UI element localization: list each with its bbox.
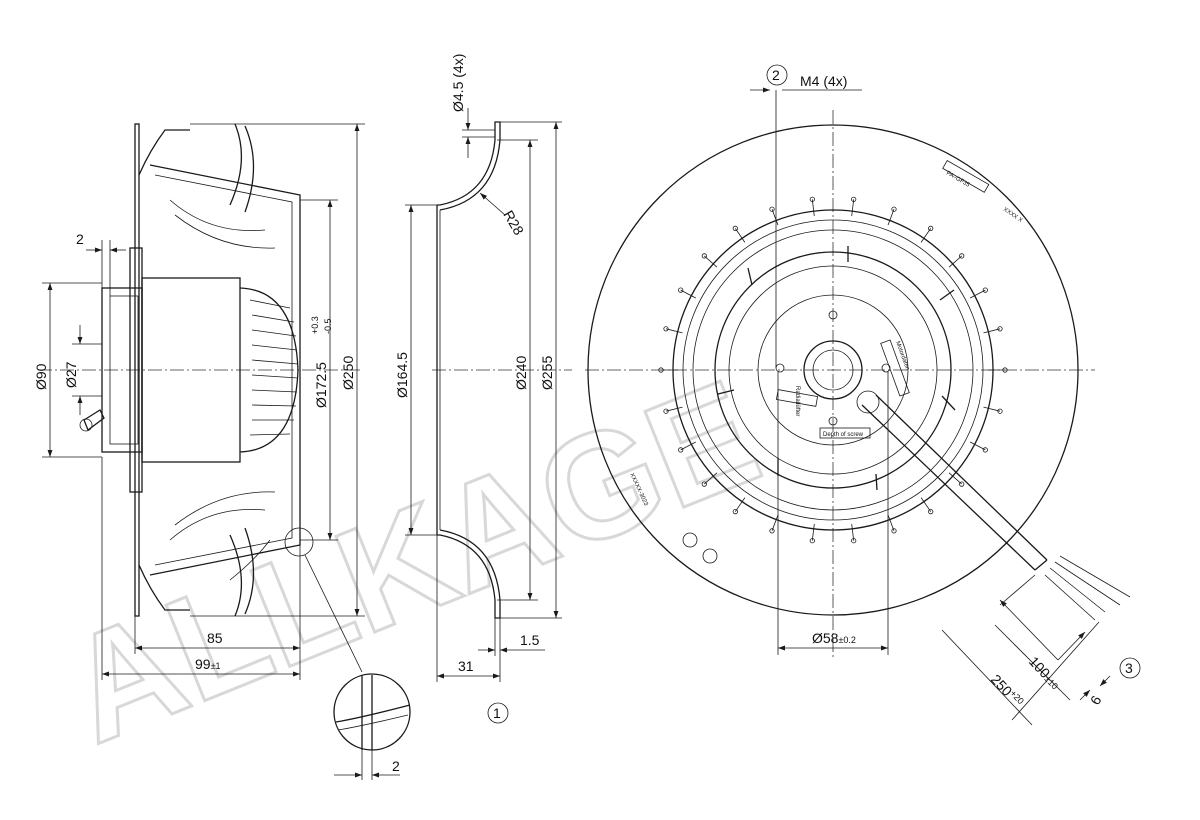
watermark-text: ALLKAGE [44,347,779,774]
label-motordaten: Motordaten [894,341,910,372]
dim-motor-dia: Ø172.5 [313,362,329,408]
dim-shaft: Ø27 [63,361,79,388]
dim-240: Ø240 [513,356,529,390]
dim-bore-value: Ø58 [812,630,839,646]
dim-255: Ø255 [539,356,555,390]
dim-ring-depth: 31 [458,658,474,674]
dim-cable-len2: 250+20 [988,671,1026,710]
dim-strip: 6 [1087,693,1105,708]
balance-clips [658,196,1008,544]
dim-flange: 2 [76,231,84,247]
balance-clip [704,472,718,485]
balance-clip-head [959,253,965,259]
dim-radius: R28 [500,208,527,238]
balance-clip-head [701,481,707,487]
balance-clip [970,289,986,299]
balance-clip-head [982,287,988,293]
balance-clip [970,441,986,451]
watermark: ALLKAGE [43,346,781,776]
dim-motor-tol-up: +0.3 [310,316,320,334]
balance-clip-head [769,206,775,212]
balance-clip [704,255,718,268]
balance-clip-head [678,287,684,293]
balance-clip [734,228,746,243]
dim-motor-dia-value: Ø172.5 [313,362,329,408]
balance-clip [851,523,855,541]
balance-clip-head [732,225,738,231]
balance-clip [983,406,1001,412]
m4-holes [775,310,891,426]
dim-cable-len1: 100±10 [1026,653,1064,692]
dim-bore-tol: ±0.2 [838,635,855,645]
balance-clip-head [701,253,707,259]
dim-inner-dia: Ø164.5 [394,352,410,398]
balance-clip [665,328,683,334]
dim-hole: Ø4.5 (4x) [450,54,466,112]
balance-clip [887,514,895,531]
balance-clip [948,472,962,485]
balance-clip-head [663,326,669,332]
side-view: 2 Ø90 Ø27 Ø172.5 +0.3 -0.5 Ø250 85 [33,123,411,780]
balance-clip [811,199,815,217]
label-pa: PA–GF35 [945,171,971,189]
balance-clip [983,328,1001,334]
dim-overall: 99±1 [195,656,221,672]
label-date: XXXX X [1002,207,1023,224]
balance-clip-head [997,326,1003,332]
callout-2: 2 [772,67,780,83]
dim-overall-tol: ±1 [211,661,221,671]
balance-clip-head [663,408,669,414]
dim-bore: Ø58±0.2 [812,630,856,646]
balance-clip-head [809,196,815,202]
balance-clip-head [982,447,988,453]
balance-clip-head [658,367,664,373]
balance-clip-head [732,508,738,515]
balance-clip-head [891,528,897,534]
dim-detail: 2 [392,758,400,774]
balance-clip [948,255,962,268]
balance-clip [734,497,746,512]
balance-clip [851,199,855,217]
callout-3: 3 [1125,660,1133,676]
dim-overall-value: 99 [195,656,211,672]
balance-clip [771,209,779,226]
balance-clip-head [928,508,934,515]
cable [856,390,1131,621]
rotor-labels: Radiallüfter Motordaten Depth of screw [775,339,910,439]
balance-clip-head [769,528,775,534]
label-radiallufter: Radiallüfter [794,386,800,416]
balance-clip [665,406,683,412]
balance-clip [771,514,779,531]
dim-wheel-dia: Ø250 [340,356,356,390]
balance-clip-head [1002,367,1008,373]
dim-depth: 85 [207,630,223,646]
detail-view: 2 [333,673,411,780]
dim-motor-tol-low: -0.5 [323,318,333,334]
balance-clip-head [959,481,965,487]
balance-clip [811,523,815,541]
dim-thickness: 1.5 [520,632,540,648]
label-depth-screw: Depth of screw [823,432,864,438]
balance-clip [680,441,696,451]
balance-clip-head [997,408,1003,414]
balance-clip-head [678,447,684,453]
dim-hub-outer: Ø90 [33,363,49,390]
balance-clip [920,228,932,243]
balance-clip-head [928,225,934,231]
thread-spec: M4 (4x) [800,73,847,89]
balance-clip-head [809,538,815,544]
balance-clip-head [891,206,897,212]
callout-1: 1 [493,705,501,721]
balance-clip [887,209,895,226]
balance-clip-head [851,538,857,544]
balance-clip-head [851,196,857,202]
balance-clip [920,497,932,512]
balance-clip [680,289,696,299]
